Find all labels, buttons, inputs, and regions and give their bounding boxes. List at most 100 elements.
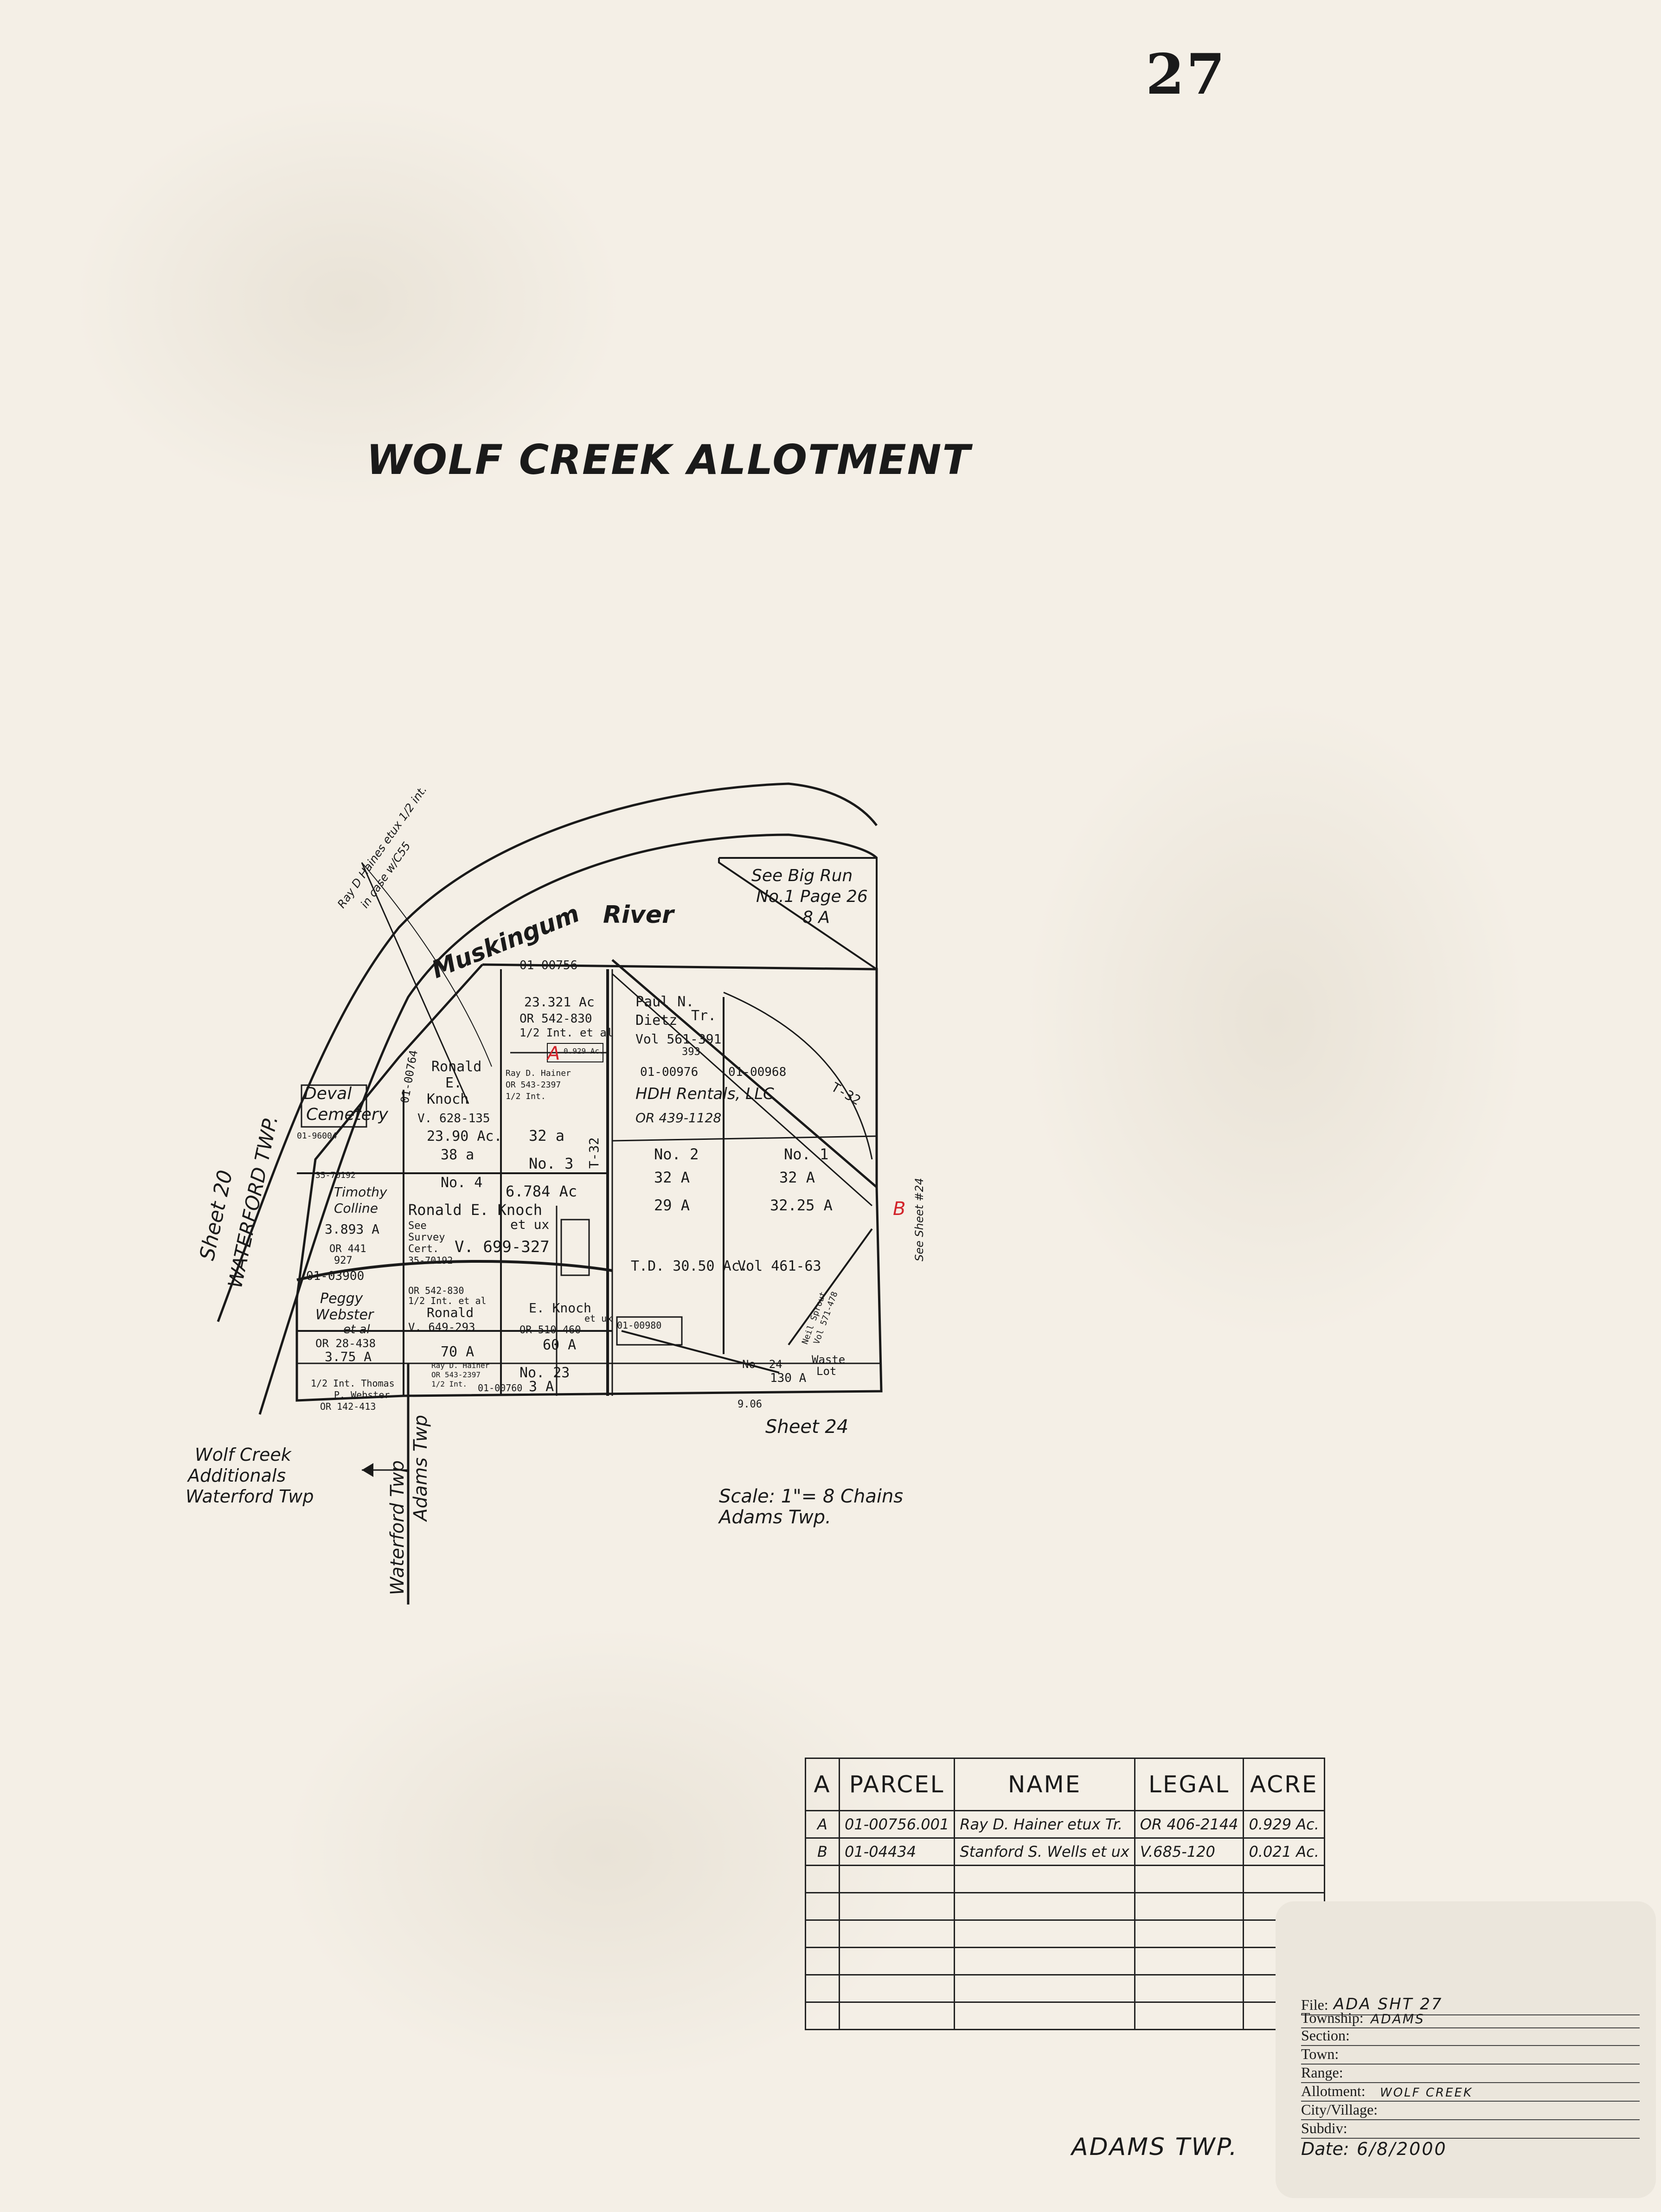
- road-line: [788, 1228, 873, 1346]
- thomas-2: P. Webster: [334, 1389, 390, 1400]
- tb-file-value: ADA SHT 27: [1334, 1995, 1443, 2014]
- no-23: No. 23: [519, 1365, 570, 1381]
- see-big-run-2: No.1 Page 26: [756, 887, 868, 906]
- tb-city-row: City/Village:: [1301, 2100, 1640, 2120]
- no-2-acre-2: 29 A: [654, 1196, 690, 1214]
- no-1: No. 1: [784, 1145, 828, 1163]
- ronald-knoch-7: 38 a: [441, 1147, 474, 1163]
- see-sheet-24-side: See Sheet #24: [913, 1178, 926, 1261]
- tb-town-row: Town:: [1301, 2044, 1640, 2065]
- row-legal: OR 406-2144: [1134, 1810, 1244, 1839]
- header-legal: LEGAL: [1134, 1758, 1244, 1811]
- knoch-684-3: et ux: [510, 1217, 549, 1232]
- header-name: NAME: [954, 1758, 1135, 1811]
- row-legal: V.685-120: [1134, 1837, 1244, 1866]
- waste-lot-1: Waste: [812, 1353, 845, 1366]
- row-legal: [1134, 1947, 1244, 1975]
- parcel-23321-int: 1/2 Int. et al: [519, 1026, 613, 1039]
- river-bank-south: [258, 833, 878, 1415]
- hdh-rentals: HDH Rentals, LLC: [635, 1085, 774, 1103]
- knoch-684-4: V. 699-327: [455, 1238, 550, 1256]
- timothy-5: OR 441: [329, 1243, 366, 1255]
- row-key: [805, 1974, 840, 2003]
- parcel-table-header: A PARCEL NAME LEGAL ACRE: [805, 1758, 1325, 1811]
- row-acre: 0.021 Ac.: [1243, 1837, 1325, 1866]
- table-row: A 01-00756.001 Ray D. Hainer etux Tr. OR…: [805, 1810, 1325, 1839]
- peggy-4: OR 28-438: [315, 1337, 376, 1350]
- waste-lot-2: Lot: [816, 1365, 836, 1378]
- table-row: [805, 1865, 1325, 1893]
- t-32-a: T-32: [586, 1138, 602, 1169]
- row-legal: [1134, 1865, 1244, 1893]
- parcel-23321-or: OR 542-830: [519, 1012, 592, 1026]
- scale-label: Scale: 1"= 8 Chains: [719, 1486, 903, 1507]
- deval-parcel: 01-96004: [297, 1131, 337, 1141]
- table-row: [805, 2001, 1325, 2030]
- tb-township-label: Township:: [1301, 2009, 1364, 2026]
- ray-hainer-bot-2: OR 543-2397: [431, 1370, 481, 1379]
- row-key: [805, 1947, 840, 1975]
- wolf-creek-add-2: Additionals: [186, 1465, 286, 1486]
- peggy-1: Peggy: [320, 1291, 364, 1307]
- tb-date-label: Date:: [1301, 2139, 1349, 2159]
- title-block: [1276, 1901, 1656, 2198]
- paul-dietz-3: Tr.: [691, 1008, 716, 1024]
- parcel-01-00756: 01-00756: [519, 959, 577, 972]
- road-line: [621, 1330, 780, 1374]
- peggy-5: 3.75 A: [325, 1349, 372, 1364]
- header-a: A: [805, 1758, 840, 1811]
- parcel-23321-acre: 23.321 Ac: [524, 994, 595, 1010]
- small-lot: [560, 1219, 590, 1276]
- peggy-3: et al: [343, 1323, 370, 1336]
- river-label-2: River: [603, 901, 675, 929]
- row-legal: [1134, 2001, 1244, 2030]
- header-parcel: PARCEL: [838, 1758, 956, 1811]
- tb-township-value: ADAMS: [1371, 2011, 1425, 2027]
- allotment-boundary: [295, 963, 883, 1402]
- tb-township-row: Township: ADAMS: [1301, 2008, 1640, 2028]
- tb-subdiv-row: Subdiv:: [1301, 2118, 1640, 2139]
- hdh-or: OR 439-1128: [635, 1110, 721, 1125]
- no-2-acre: 32 A: [654, 1169, 690, 1186]
- row-parcel: [838, 1947, 956, 1975]
- tb-allotment-label: Allotment:: [1301, 2083, 1366, 2099]
- road-line: [723, 991, 873, 1160]
- see-big-run-3: 8 A: [802, 908, 830, 927]
- acre-130: 130 A: [770, 1371, 807, 1385]
- adams-twp-vertical: Adams Twp: [410, 1415, 431, 1522]
- marker-a: A: [546, 1043, 560, 1064]
- road-line: [612, 973, 872, 1207]
- timothy-1: 35-70192: [315, 1170, 356, 1180]
- thomas-1: 1/2 Int. Thomas: [311, 1378, 395, 1389]
- parcel-01-00976: 01-00976: [640, 1065, 698, 1079]
- ray-hainer-1: Ray D. Hainer: [506, 1068, 571, 1078]
- see-big-run-1: See Big Run: [751, 866, 853, 885]
- sheet-number: 27: [1146, 42, 1227, 107]
- marker-a-acre: 0.929 Ac.: [564, 1047, 604, 1055]
- tb-range-row: Range:: [1301, 2063, 1640, 2083]
- row-key: A: [805, 1810, 840, 1839]
- parcel-01-00968: 01-00968: [728, 1065, 786, 1079]
- eknoch-2: et ux: [584, 1313, 612, 1324]
- footer-township: ADAMS TWP.: [1071, 2133, 1238, 2161]
- paul-dietz-1: Paul N.: [635, 994, 694, 1010]
- cemetery-box: [301, 1084, 367, 1128]
- tb-allotment-row: Allotment: WOLF CREEK: [1301, 2081, 1640, 2102]
- ray-hainer-3: 1/2 Int.: [506, 1092, 546, 1101]
- row-name: Ray D. Hainer etux Tr.: [954, 1810, 1135, 1839]
- no-1-acre-2: 32.25 A: [770, 1196, 833, 1214]
- tb-date-row: Date: 6/8/2000: [1301, 2139, 1640, 2160]
- note-arc: [361, 862, 492, 1067]
- tb-city-label: City/Village:: [1301, 2101, 1378, 2118]
- tb-section-label: Section:: [1301, 2027, 1350, 2044]
- tb-file-label: File:: [1301, 1996, 1328, 2013]
- waterford-twp-vertical: Waterford Twp: [387, 1460, 408, 1595]
- road-line: [611, 959, 878, 1188]
- deval-cemetery-1: Deval: [304, 1084, 352, 1103]
- row-parcel: [838, 1892, 956, 1921]
- timothy-2: Timothy: [334, 1184, 387, 1200]
- paul-dietz-4: Vol 561-391: [635, 1031, 721, 1047]
- row-key: [805, 1892, 840, 1921]
- row-parcel: 01-04434: [838, 1837, 956, 1866]
- ronald-knoch-4: Knoch: [427, 1091, 468, 1107]
